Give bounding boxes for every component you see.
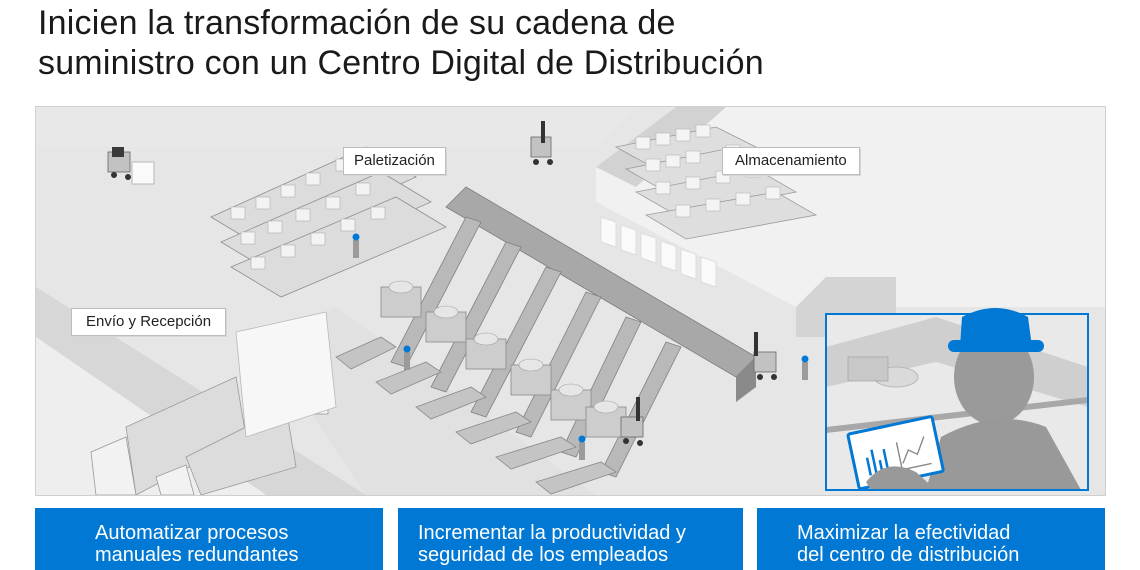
warehouse-illustration: Paletización Almacenamiento Envío y Rece… xyxy=(35,106,1106,496)
card-productivity: Incrementar la productividad y seguridad… xyxy=(398,508,743,570)
card-productivity-line-2: seguridad de los empleados xyxy=(418,544,669,566)
card-automate: Automatizar procesos manuales redundante… xyxy=(35,508,383,570)
card-automate-line-1: Automatizar procesos xyxy=(95,522,289,544)
title-line-2: suministro con un Centro Digital de Dist… xyxy=(38,44,764,82)
card-effectiveness: Maximizar la efectividad del centro de d… xyxy=(757,508,1105,570)
page-title: Inicien la transformación de su cadena d… xyxy=(38,3,764,83)
warehouse-isometric-drawing xyxy=(36,107,1105,495)
card-automate-line-2: manuales redundantes xyxy=(95,544,299,566)
card-effectiveness-line-2: del centro de distribución xyxy=(797,544,1020,566)
card-productivity-line-1: Incrementar la productividad y xyxy=(418,522,686,544)
card-effectiveness-line-1: Maximizar la efectividad xyxy=(797,522,1011,544)
title-line-1: Inicien la transformación de su cadena d… xyxy=(38,4,676,42)
label-shipping-receiving: Envío y Recepción xyxy=(71,308,227,336)
forklift-icon xyxy=(107,147,155,185)
label-storage: Almacenamiento xyxy=(722,147,860,175)
benefit-cards: Automatizar procesos manuales redundante… xyxy=(35,508,1105,570)
label-palletizing: Paletización xyxy=(343,147,446,175)
